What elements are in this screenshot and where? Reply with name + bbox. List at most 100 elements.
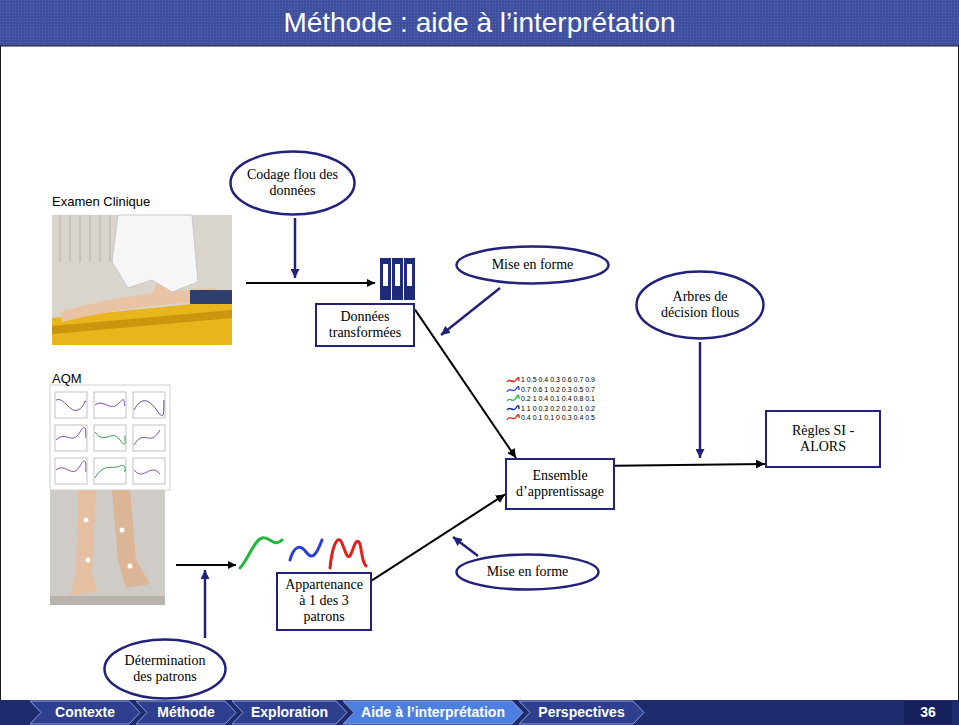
node-text: Mise en forme	[477, 257, 588, 273]
callout-arrows	[205, 218, 700, 638]
nav-label: Aide à l’interprétation	[359, 704, 507, 720]
text-holder: Codage flou des données	[229, 167, 356, 199]
flow-arrows	[176, 564, 236, 566]
walking-legs-photo	[112, 490, 150, 588]
clinical-photo	[60, 215, 110, 262]
binder-icon	[395, 264, 400, 286]
matrix-row: 1 1 0 0.3 0.2 0.2 0.1 0.2	[521, 405, 595, 413]
gait-curves-chart	[134, 430, 160, 445]
ellipse-outline	[637, 272, 764, 339]
result-box: Règles SI - ALORS	[765, 410, 881, 468]
slide-title: Méthode : aide à l’interprétation	[0, 0, 959, 46]
gait-curves-chart	[56, 427, 86, 440]
node-text: Données transformées	[323, 309, 407, 341]
matrix-row: 0.2 1 0.4 0.1 0.4 0.8 0.1	[521, 395, 595, 403]
nav-tab	[136, 701, 236, 724]
gait-curves-chart	[94, 425, 126, 451]
gait-curves-chart	[133, 392, 165, 418]
pattern-curves	[240, 538, 282, 568]
node-text: Détermination des patrons	[120, 653, 210, 685]
callout-ellipse: Mise en forme	[455, 245, 610, 285]
data-box: Données transformées	[315, 303, 415, 347]
pattern-curves	[290, 540, 322, 560]
clinical-photo	[100, 215, 101, 262]
walking-legs-photo	[50, 490, 165, 605]
gait-curves-chart	[95, 432, 125, 444]
gait-curves-chart	[134, 400, 164, 416]
clinical-photo	[80, 215, 81, 262]
gait-curves-chart	[55, 392, 165, 484]
matrix-curve-icons	[507, 415, 519, 420]
matrix-curve-icons	[507, 387, 519, 392]
walking-legs-photo	[120, 528, 125, 533]
gait-curves-chart	[95, 465, 125, 478]
clinical-photo	[70, 215, 71, 262]
text-holder: Contexte	[30, 704, 140, 720]
callout-arrows	[294, 218, 297, 278]
binder-icon	[404, 258, 415, 300]
clinical-photo	[112, 215, 198, 292]
binder-icon	[392, 258, 403, 300]
matrix-row: 1 0.5 0.4 0.3 0.6 0.7 0.9	[521, 376, 595, 384]
walking-legs-photo	[84, 518, 89, 523]
callout-arrows	[441, 288, 500, 335]
text-holder: Mise en forme	[455, 257, 610, 273]
gait-curves-chart	[50, 385, 170, 490]
nav-tab-active: Aide à l’interprétation	[343, 701, 523, 724]
walking-legs-photo	[86, 558, 91, 563]
gait-curves-chart	[50, 385, 170, 490]
slide-frame	[0, 46, 959, 47]
nav-tab: Perspectives	[519, 701, 644, 724]
gait-curves-chart	[55, 458, 87, 484]
node-text: Arbres de décision flous	[653, 289, 747, 321]
nav-label: Perspectives	[535, 704, 628, 720]
flow-connector	[415, 310, 516, 458]
gait-curves-chart	[133, 425, 165, 451]
text-holder: Méthode	[136, 704, 236, 720]
binder-icon	[383, 264, 388, 286]
page-number	[904, 701, 952, 724]
matrix-curve-icons	[507, 378, 519, 382]
nav-label: Méthode	[152, 704, 220, 720]
page-number: 36	[904, 701, 952, 724]
ellipse-outline	[457, 247, 609, 284]
nav-tab	[232, 701, 347, 724]
node-text: Ensemble d’apprentissage	[513, 468, 607, 500]
pattern-curves	[240, 538, 366, 568]
callout-arrows	[453, 537, 478, 556]
gait-curves-chart	[94, 392, 126, 418]
text-holder: Règles SI - ALORS	[767, 420, 879, 458]
text-holder: Arbres de décision flous	[635, 289, 765, 321]
data-box: Appartenance à 1 des 3 patrons	[276, 572, 372, 631]
gait-curves-chart	[134, 470, 160, 474]
data-box: Ensemble d’apprentissage	[505, 458, 615, 510]
gait-curves-chart	[56, 399, 164, 478]
nav-label: Exploration	[248, 704, 331, 720]
ellipse-outline	[457, 555, 599, 590]
flow-connector	[615, 464, 765, 466]
gait-curves-chart	[94, 458, 126, 484]
nav-tab-active	[343, 701, 523, 724]
matrix-row: 0.4 0.1 0.1 0 0.3 0.4 0.5	[521, 414, 595, 422]
nav-label: 36	[920, 704, 936, 720]
text-holder: Aide à l’interprétation	[343, 704, 523, 720]
walking-legs-photo	[50, 490, 165, 605]
clinical-photo	[60, 215, 61, 262]
matrix-curve-icons	[507, 378, 519, 420]
text-holder: Ensemble d’apprentissage	[507, 465, 613, 503]
slide-frame	[0, 700, 959, 725]
flow-arrows	[246, 282, 375, 284]
photo-caption: Examen Clinique	[52, 194, 150, 210]
walking-legs-photo	[50, 596, 165, 605]
callout-ellipse: Détermination des patrons	[103, 638, 227, 700]
clinical-photo	[52, 215, 232, 345]
gait-curves-chart	[133, 458, 165, 484]
text-holder: Perspectives	[519, 704, 644, 720]
ellipse-outline	[231, 152, 355, 215]
callout-arrows	[204, 570, 207, 638]
gait-curves-chart	[55, 392, 87, 418]
